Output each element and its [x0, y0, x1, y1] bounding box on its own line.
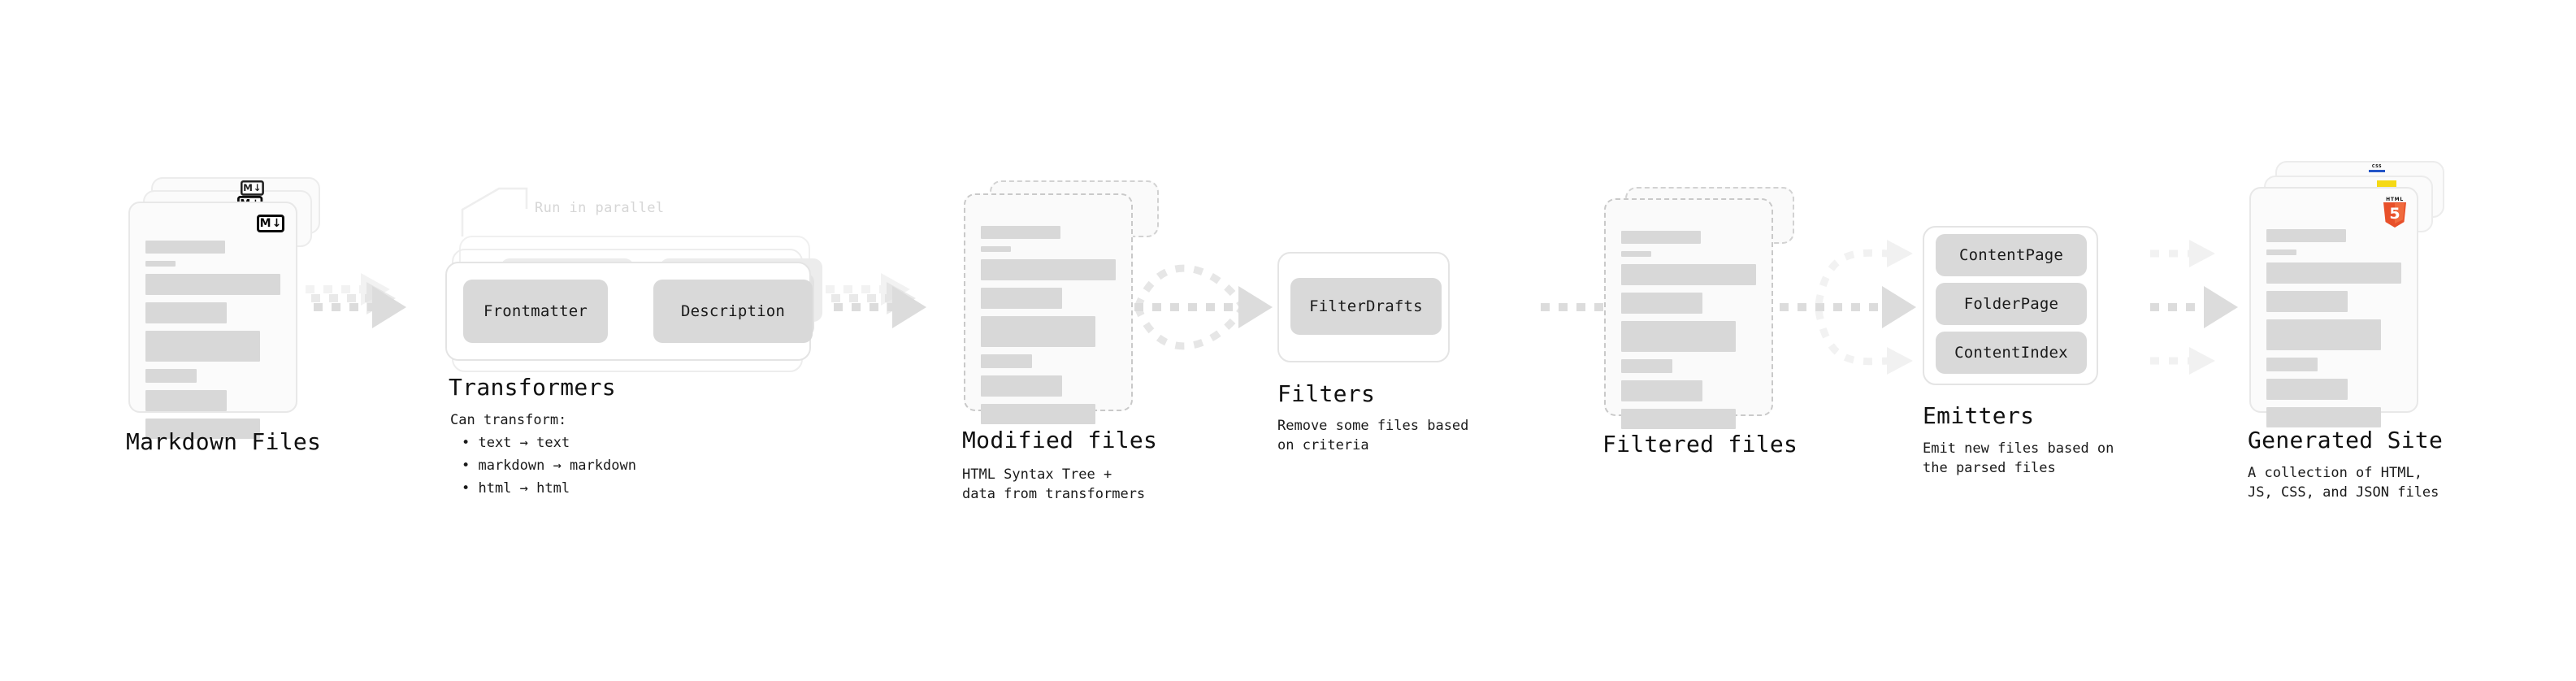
markdown-icon-arrow: ↓ [271, 217, 282, 230]
placeholder-bar [981, 226, 1060, 239]
html5-icon-number: 5 [2389, 204, 2400, 223]
run-in-parallel-note: Run in parallel [535, 200, 665, 216]
markdown-icon-letter: M [259, 217, 271, 230]
placeholder-bar [1621, 359, 1673, 373]
pill-folderpage[interactable]: FolderPage [1936, 283, 2087, 325]
arrow-markdown-to-transformers [306, 273, 406, 328]
pill-filterdrafts-label: FilterDrafts [1309, 297, 1423, 315]
placeholder-bar [2266, 291, 2348, 312]
placeholder-bar [145, 369, 197, 383]
modified-files-subtitle: HTML Syntax Tree + data from transformer… [962, 466, 1146, 502]
filters-subtitle: Remove some files based on criteria [1277, 418, 1469, 453]
placeholder-bar [1621, 380, 1702, 401]
stage-title-transformers: Transformers [449, 374, 616, 401]
stage-title-markdown-files: Markdown Files [126, 428, 322, 455]
placeholder-bar [145, 302, 227, 323]
placeholder-bar [1621, 264, 1756, 285]
placeholder-bar [2266, 379, 2348, 400]
markdown-icon-arrow: ↓ [253, 182, 262, 194]
pill-filterdrafts[interactable]: FilterDrafts [1290, 278, 1442, 335]
placeholder-bar [981, 354, 1033, 368]
arrow-transformers-to-modified [826, 273, 926, 328]
placeholder-bar [2266, 319, 2382, 350]
run-in-parallel-connector [461, 187, 528, 236]
transformers-subtitle: Can transform: [450, 412, 567, 428]
arrow-modified-to-filters [1134, 264, 1273, 350]
stage-title-generated-site: Generated Site [2248, 427, 2444, 453]
placeholder-bar [1621, 321, 1737, 352]
pill-frontmatter-label: Frontmatter [483, 302, 588, 320]
placeholder-bar [1621, 231, 1701, 244]
stage-title-filtered-files: Filtered files [1602, 431, 1798, 458]
pill-contentpage-label: ContentPage [1958, 246, 2064, 264]
pill-contentindex[interactable]: ContentIndex [1936, 332, 2087, 374]
markdown-file-card: M↓ [128, 202, 297, 439]
placeholder-bar [981, 375, 1062, 397]
markdown-icon-letter: M [243, 182, 253, 194]
pill-contentpage[interactable]: ContentPage [1936, 234, 2087, 276]
stage-title-filters: Filters [1277, 380, 1376, 407]
pill-description-label: Description [680, 302, 786, 320]
stage-title-modified-files: Modified files [962, 427, 1158, 453]
transformers-bullet-2: • html → html [462, 480, 570, 497]
transformers-bullet-0: • text → text [462, 435, 570, 451]
placeholder-bar [981, 288, 1062, 309]
placeholder-bar [981, 404, 1096, 424]
placeholder-bar [145, 390, 227, 411]
placeholder-bar [145, 241, 225, 254]
placeholder-bar [981, 259, 1116, 280]
html5-icon-shield: 5 [2383, 202, 2406, 228]
pill-description[interactable]: Description [653, 280, 813, 343]
filtered-file-card [1604, 198, 1773, 429]
placeholder-bar [1621, 409, 1737, 429]
html5-icon: HTML 5 [2383, 197, 2407, 228]
file-content-placeholder [1621, 231, 1756, 436]
file-content-placeholder [2266, 229, 2401, 435]
arrow-emitters-to-site [2150, 240, 2238, 375]
placeholder-bar [981, 316, 1096, 347]
html5-icon-label: HTML [2386, 197, 2404, 202]
placeholder-bar [981, 246, 1011, 252]
file-content-placeholder [145, 241, 280, 446]
placeholder-bar [145, 331, 261, 362]
placeholder-bar [2266, 407, 2382, 427]
pill-frontmatter[interactable]: Frontmatter [463, 280, 608, 343]
transformers-bullet-1: • markdown → markdown [462, 458, 636, 474]
placeholder-bar [145, 261, 176, 267]
markdown-icon: M↓ [257, 215, 284, 232]
css-icon-label: CSS [2371, 164, 2383, 169]
generated-site-subtitle: A collection of HTML, JS, CSS, and JSON … [2248, 465, 2439, 501]
emitters-subtitle: Emit new files based on the parsed files [1923, 440, 2114, 476]
placeholder-bar [2266, 262, 2401, 284]
pill-contentindex-label: ContentIndex [1954, 344, 2068, 362]
css-icon-underline [2369, 170, 2385, 172]
placeholder-bar [2266, 249, 2296, 255]
markdown-icon-ghost-back: M↓ [241, 180, 264, 196]
placeholder-bar [1621, 251, 1651, 257]
placeholder-bar [1621, 293, 1702, 314]
generated-site-card: HTML 5 [2249, 187, 2418, 427]
css-icon: CSS [2369, 165, 2385, 173]
modified-file-card [964, 193, 1133, 424]
pill-folderpage-label: FolderPage [1963, 295, 2059, 313]
placeholder-bar [2266, 229, 2346, 242]
stage-title-emitters: Emitters [1923, 402, 2035, 429]
file-content-placeholder [981, 226, 1116, 432]
placeholder-bar [2266, 358, 2318, 371]
placeholder-bar [145, 419, 261, 439]
arrow-filtered-to-emitters [1780, 240, 1916, 375]
placeholder-bar [145, 274, 280, 295]
